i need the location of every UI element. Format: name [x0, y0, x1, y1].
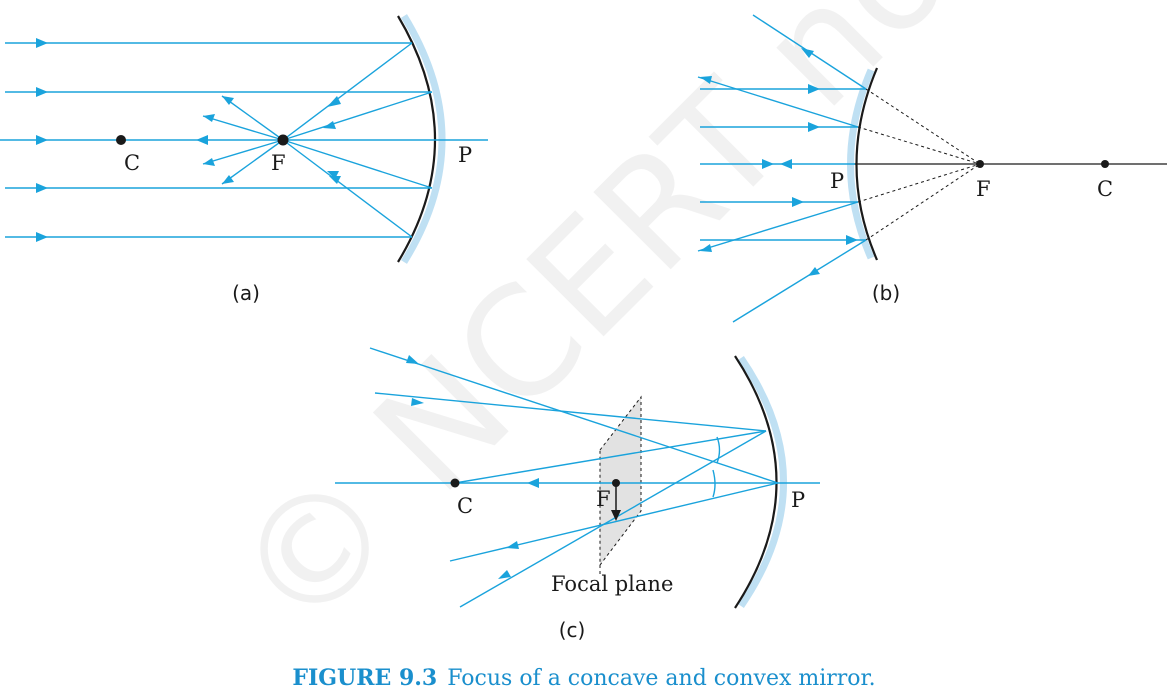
panel-c-ray-arrows [406, 355, 539, 579]
watermark-text: © NCERT not to be republished [202, 0, 1167, 665]
panel-a-ray-arrows [36, 38, 341, 242]
ray-arrow [327, 171, 339, 179]
panel-c-label-p: P [791, 488, 805, 512]
focal-plane-label: Focal plane [551, 572, 673, 596]
panel-a-diverging-ray-4 [202, 139, 284, 165]
panel-b-convex: P F C (b) [697, 14, 1167, 323]
panel-b-point-c [1101, 160, 1109, 168]
panel-b-reflected-ray-5 [732, 239, 867, 323]
panel-b-virtual-ray-1 [865, 88, 981, 165]
panel-b-virtual-ray-5 [865, 163, 981, 241]
panel-c-incident-ray-2 [374, 392, 767, 432]
ray-arrow [203, 114, 215, 122]
figure-caption-text: Focus of a concave and convex mirror. [447, 666, 875, 691]
panel-b-ray-arrows [700, 48, 858, 276]
ray-arrow [36, 87, 48, 97]
panel-c-label-c: C [457, 494, 473, 518]
panel-b-virtual-ray-2 [857, 126, 981, 165]
panel-a-label-c: C [124, 151, 140, 175]
ray-arrow [222, 96, 234, 105]
panel-a-reflected-ray-1 [282, 42, 413, 141]
ray-arrow [327, 96, 341, 107]
ray-arrow [700, 76, 712, 84]
ray-arrow [808, 122, 820, 132]
panel-b-reflected-ray-4 [697, 201, 859, 252]
panel-c-reflected-ray-1 [449, 482, 779, 562]
panel-c-focal-plane: C F P Focal plane (c) [335, 347, 820, 642]
ray-arrow [329, 176, 341, 184]
ray-arrow [792, 197, 804, 207]
panel-a-point-c [116, 135, 126, 145]
panel-a-caption: (a) [232, 281, 260, 305]
panel-b-reflected-ray-2 [697, 76, 859, 128]
ray-arrow [36, 135, 48, 145]
watermark: © NCERT not to be republished [202, 0, 1167, 665]
panel-b-virtual-ray-4 [857, 163, 981, 203]
panel-c-reflected-ray-2 [459, 430, 767, 608]
figure-number: FIGURE 9.3 [292, 665, 437, 691]
ray-arrow [506, 541, 519, 549]
ray-arrow [846, 235, 858, 245]
angle-arc-lower [712, 469, 716, 498]
ray-arrow [411, 398, 424, 406]
panel-b-label-p: P [830, 169, 844, 193]
ray-arrow [801, 48, 814, 58]
ray-arrow [406, 355, 419, 364]
panel-a-diverging-ray-1 [221, 95, 284, 141]
panel-a-diverging-ray-2 [202, 115, 284, 141]
ray-arrow [808, 84, 820, 94]
panel-c-caption: (c) [559, 618, 586, 642]
ray-arrow [222, 175, 234, 184]
panel-b-label-c: C [1097, 177, 1113, 201]
panel-c-point-f [612, 479, 620, 487]
focal-displacement-arrow-head [611, 510, 621, 521]
ray-arrow [203, 158, 215, 166]
panel-c-point-c [450, 478, 460, 488]
ray-arrow [36, 38, 48, 48]
ray-arrow [808, 267, 820, 276]
panel-c-mirror [734, 355, 778, 609]
panel-b-point-f [976, 160, 984, 168]
panel-a-reflected-ray-2 [282, 91, 433, 141]
ray-arrow [762, 159, 774, 169]
panel-c-ray-through-c [454, 430, 767, 484]
ray-arrow [36, 183, 48, 193]
panel-b-caption: (b) [872, 281, 900, 305]
figure-caption: FIGURE 9.3 Focus of a concave and convex … [292, 665, 875, 691]
panel-a-mirror-coating [401, 14, 446, 264]
ray-arrow [498, 570, 511, 579]
panel-b-label-f: F [976, 177, 991, 201]
panel-c-label-f: F [596, 487, 611, 511]
panel-a-label-f: F [271, 151, 286, 175]
angle-arc-upper [716, 436, 721, 464]
ray-arrow [780, 159, 792, 169]
focal-plane [599, 395, 642, 567]
panel-a-concave: C F P (a) [0, 14, 488, 305]
ray-arrow [196, 135, 208, 145]
panel-c-incident-ray-1 [369, 347, 779, 484]
panel-a-reflected-ray-4 [282, 139, 433, 189]
panel-a-label-p: P [458, 143, 472, 167]
ray-arrow [527, 478, 539, 488]
ray-arrow [36, 232, 48, 242]
ray-arrow [323, 121, 336, 129]
panel-a-mirror [397, 15, 436, 263]
panel-c-mirror-coating [738, 356, 787, 608]
panel-a-point-f [277, 134, 289, 146]
panel-a-reflected-ray-5 [282, 139, 413, 238]
ray-arrow [700, 244, 712, 252]
panel-a-diverging-ray-5 [221, 139, 284, 185]
